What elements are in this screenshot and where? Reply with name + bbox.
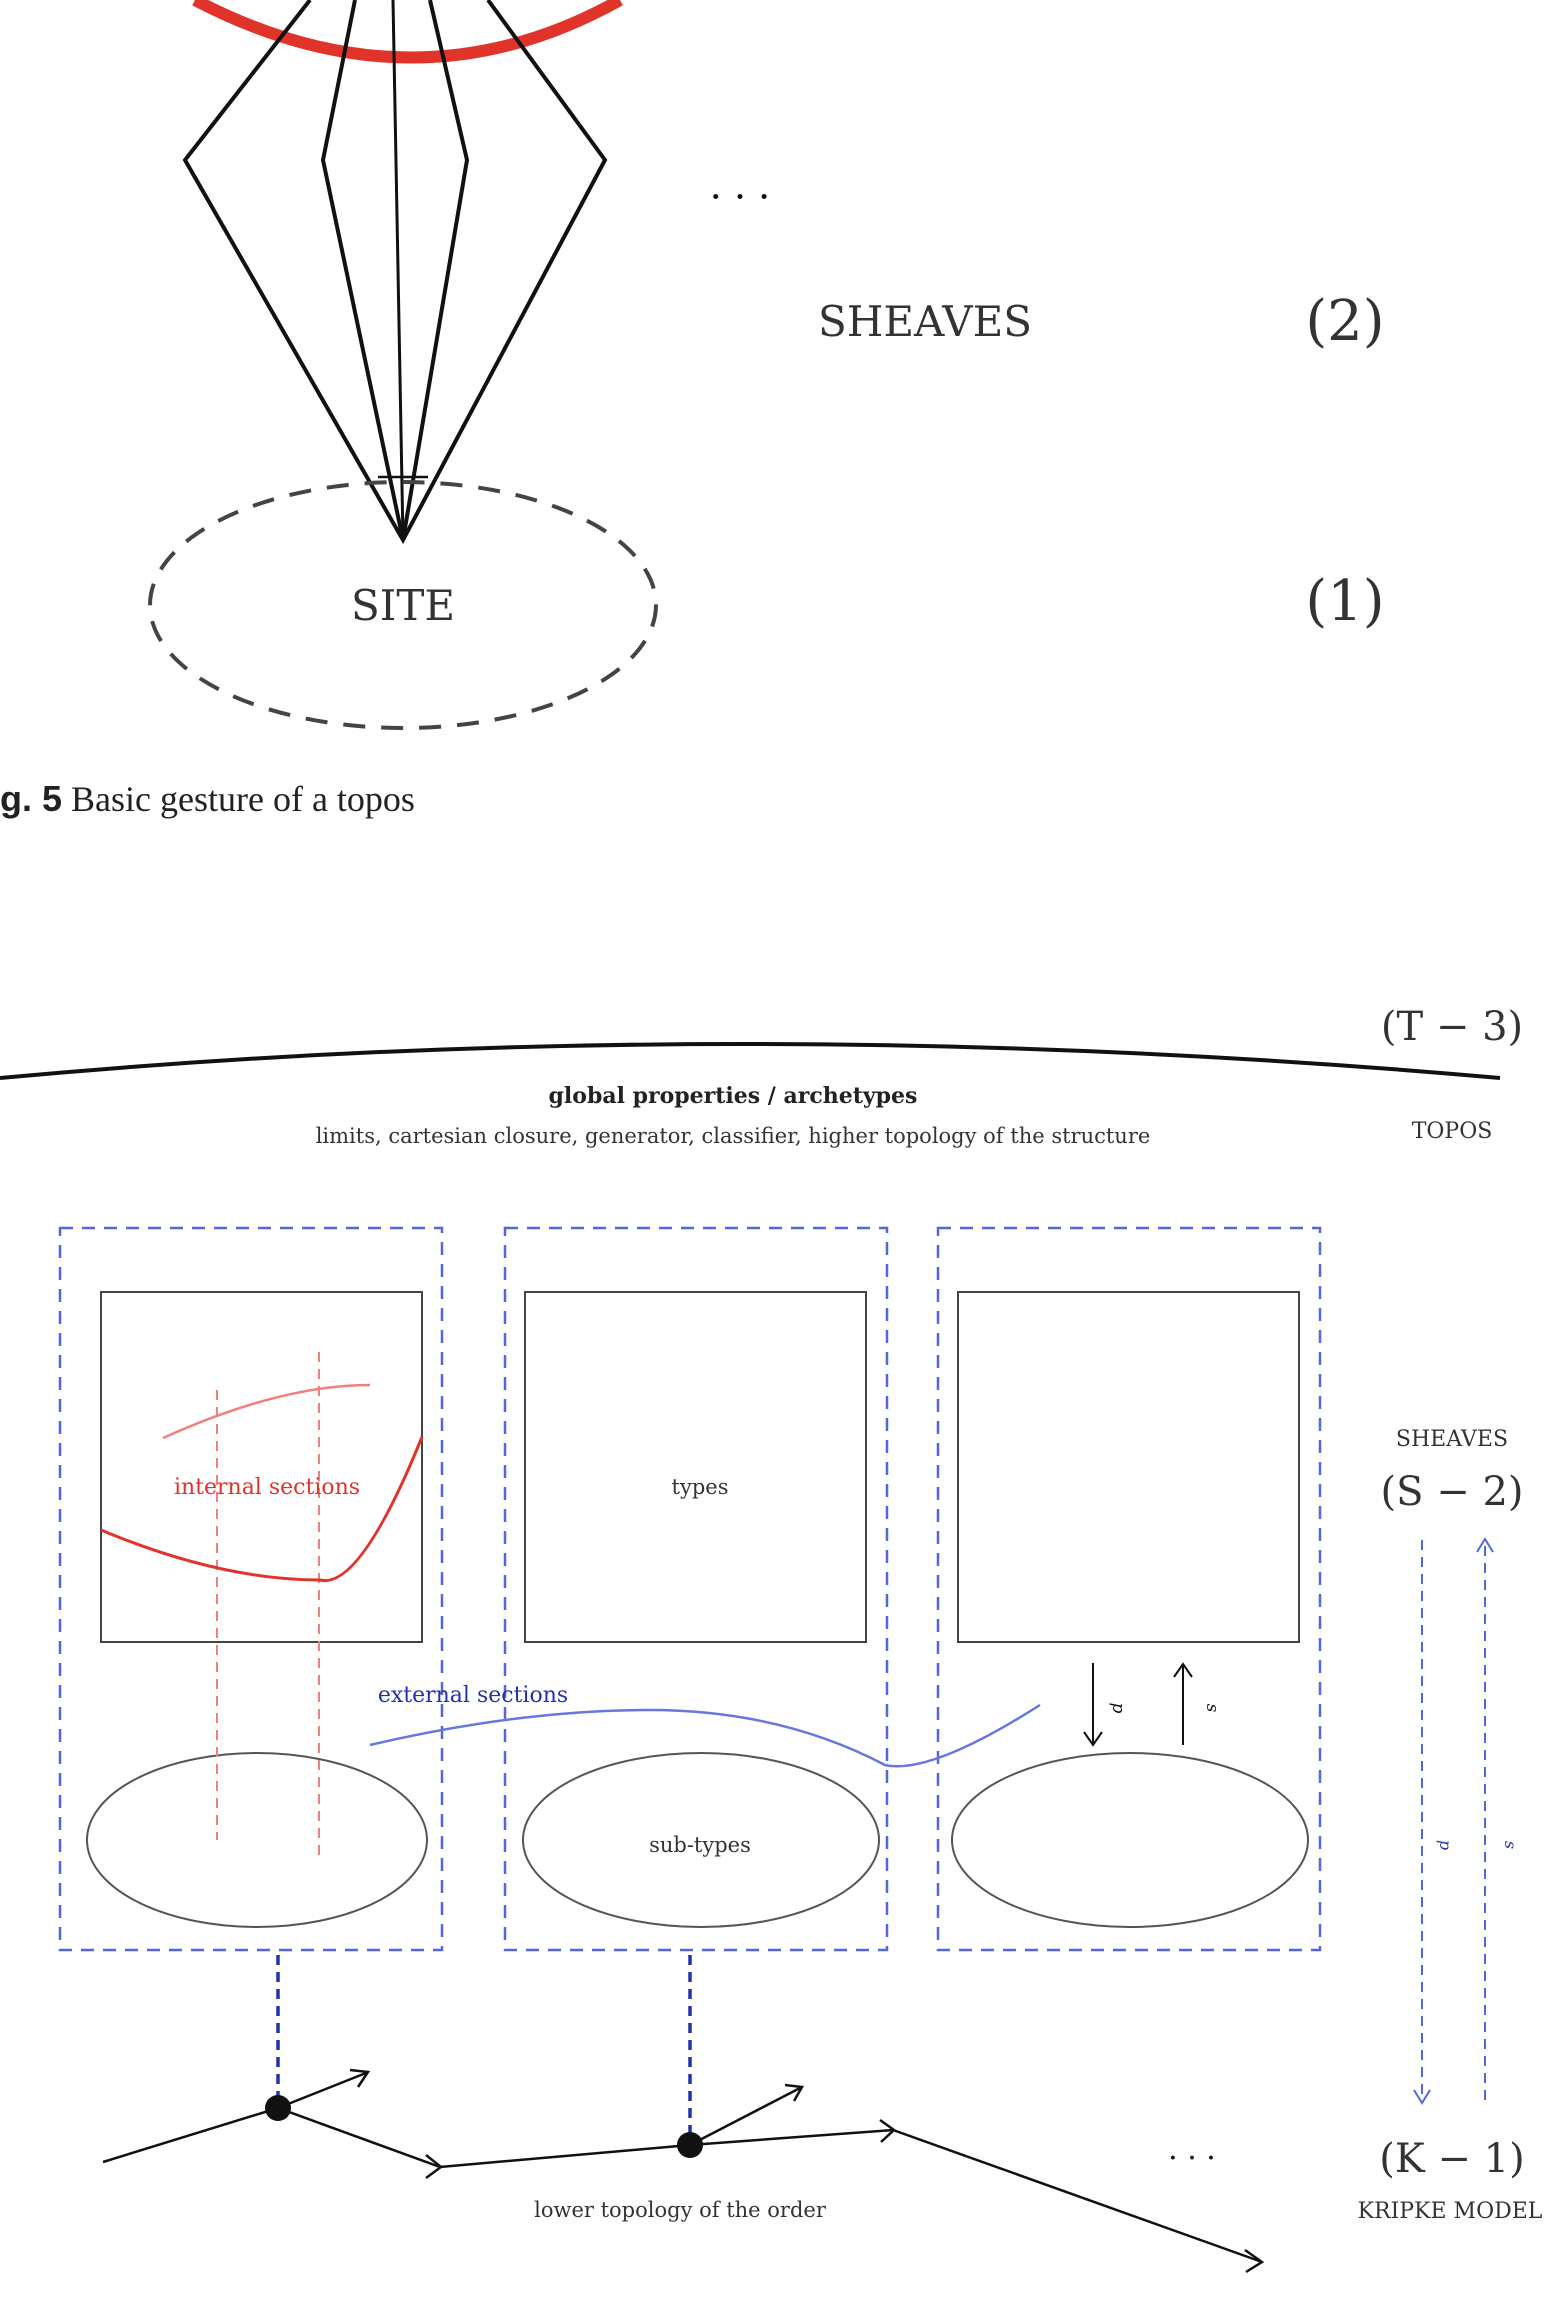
external-section-curve [369,1703,1041,1768]
types-label: types [672,1475,729,1499]
column-3-frame [936,1226,1322,1952]
s-arrow-label: s [1202,1704,1222,1713]
kripke-node-2 [677,2132,703,2158]
kripke-dots: · · · [1168,2141,1216,2176]
site-index: (1) [1305,569,1384,634]
sheaves-index: (2) [1305,289,1384,354]
s-dashed-label: s [1501,1841,1520,1849]
sheaves-label: SHEAVES [818,297,1032,346]
global-title: global properties / archetypes [549,1083,918,1109]
figure-5-caption: g. 5 Basic gesture of a topos [0,778,415,820]
figure-6: (T − 3) global properties / archetypes l… [0,1004,1543,2274]
kripke-branch-1 [277,2071,367,2110]
p-dashed-label: p [1436,1840,1455,1850]
sub-types-label: sub-types [649,1833,751,1857]
topos-label: TOPOS [1412,1119,1493,1144]
sheaf-center-line [391,0,405,541]
kripke-model-label: KRIPKE MODEL [1358,2199,1543,2224]
column-2-ellipse [522,1752,880,1928]
column-3-ellipse [951,1752,1309,1928]
figure-5: · · · SHEAVES (2) SITE (1) [148,0,1385,730]
column-1-frame [58,1226,444,1952]
kripke-branch-2 [689,2086,801,2147]
figure-5-caption-label: g. 5 [0,778,63,819]
site-label: SITE [351,581,455,630]
kripke-head-end [1244,2248,1265,2274]
k1-index: (K − 1) [1379,2136,1525,2182]
kripke-head-2 [425,2154,444,2180]
figure-5-caption-text: Basic gesture of a topos [71,779,415,819]
p-dashed-arrowhead [1413,2089,1431,2105]
ellipsis-dots: · · · [710,175,770,219]
s-dashed-arrowhead [1476,1537,1494,1553]
kripke-branch-1-head [349,2068,371,2088]
column-3-box [957,1291,1300,1643]
lower-topology-label: lower topology of the order [534,2198,827,2222]
internal-sections-label: internal sections [174,1475,360,1500]
s2-index: (S − 2) [1380,1469,1523,1515]
sheaves-side-label: SHEAVES [1396,1427,1508,1452]
s-arrowhead [1173,1662,1193,1678]
column-2-box [524,1291,867,1643]
kripke-path [102,2106,1263,2264]
column-1-ellipse [86,1752,428,1928]
global-subtitle: limits, cartesian closure, generator, cl… [316,1124,1151,1148]
topos-arc [0,1042,1501,1080]
column-1-box [100,1291,423,1643]
site-ellipse [148,480,658,730]
kripke-node-1 [265,2095,291,2121]
internal-section-red-curve [100,1436,424,1583]
p-arrowhead [1083,1731,1103,1747]
t3-index: (T − 3) [1381,1004,1523,1050]
internal-section-light-curve [162,1383,371,1440]
kripke-branch-2-head [784,2083,805,2102]
kripke-head-3 [879,2118,896,2143]
sheaf-red-curve [192,0,623,64]
p-arrow-label: p [1108,1703,1128,1714]
external-sections-label: external sections [378,1683,568,1708]
